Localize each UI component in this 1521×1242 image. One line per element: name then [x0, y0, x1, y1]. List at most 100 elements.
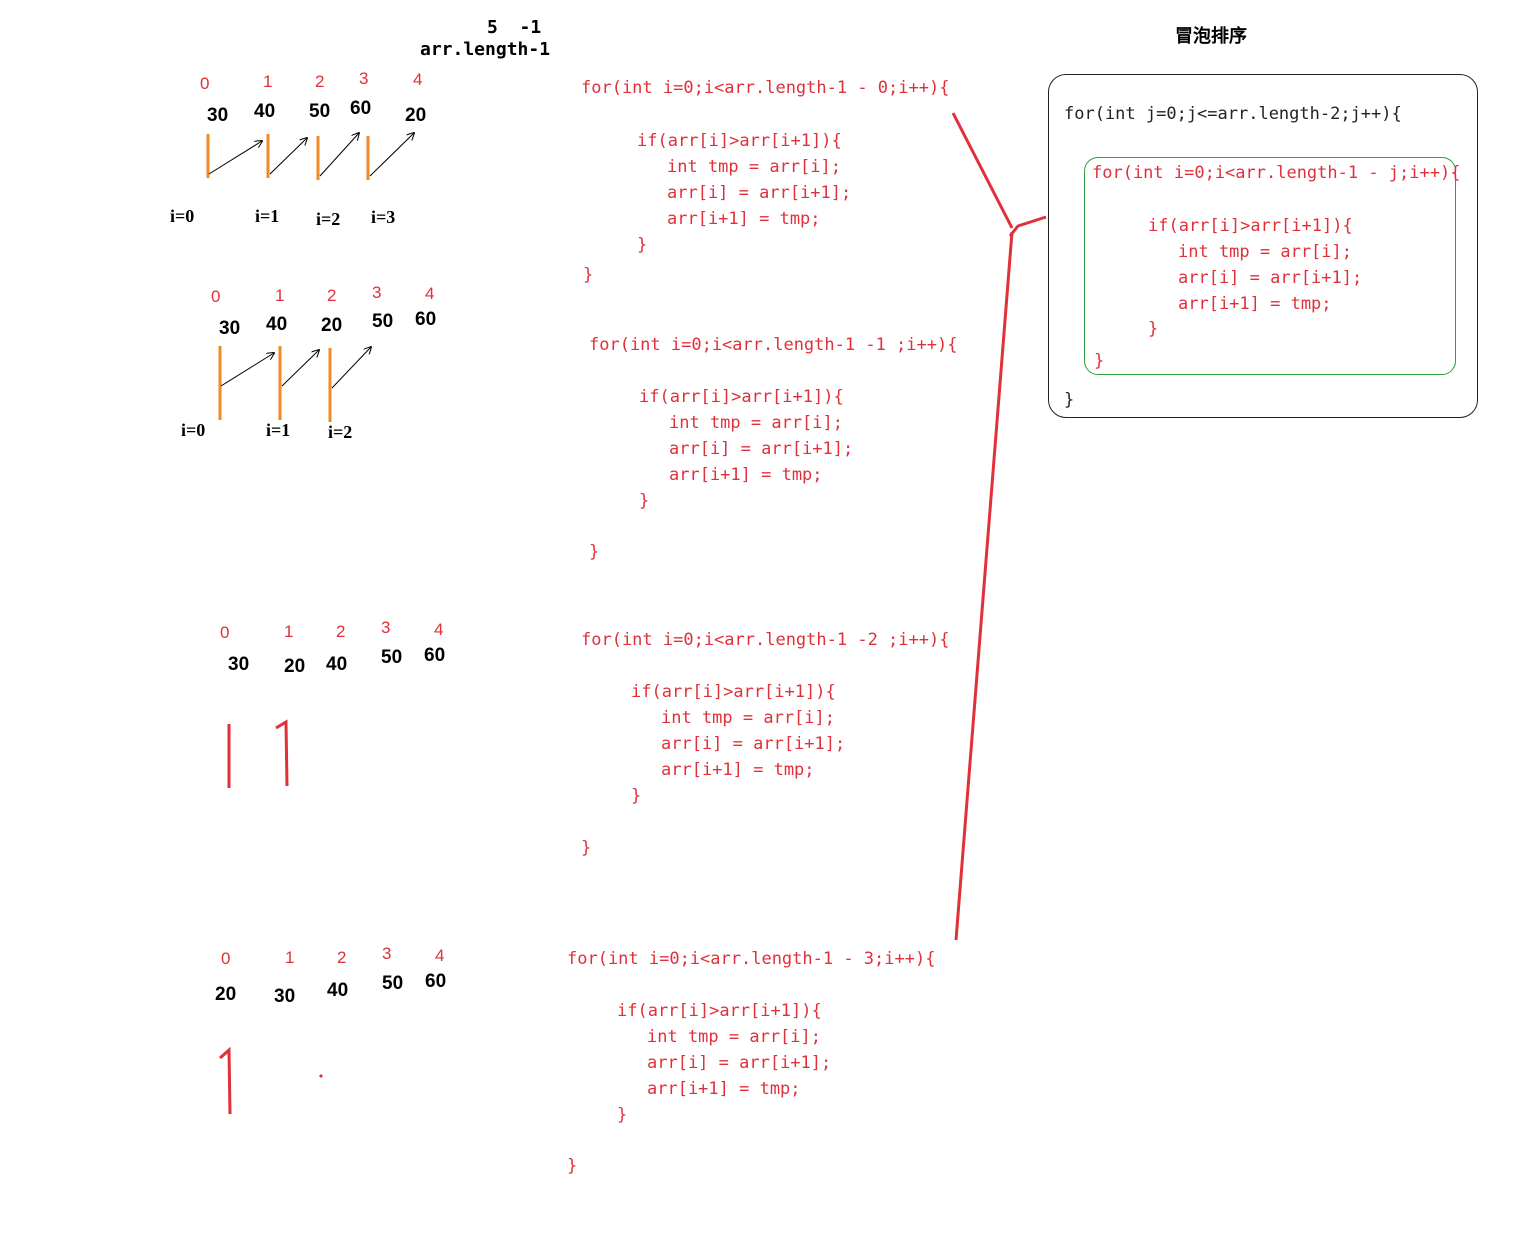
index-label: 2	[315, 72, 325, 91]
iteration-label: i=0	[181, 420, 206, 440]
tmp-line: int tmp = arr[i];	[1178, 242, 1352, 262]
if-line: if(arr[i]>arr[i+1]){	[637, 131, 842, 151]
array-value: 50	[309, 101, 331, 122]
index-label: 2	[337, 948, 347, 967]
index-label: 4	[425, 284, 435, 303]
iteration-label: i=3	[371, 207, 396, 227]
compare-arrow	[281, 350, 319, 387]
if-line: if(arr[i]>arr[i+1]){	[1148, 216, 1353, 236]
close-brace: }	[617, 1105, 628, 1125]
iteration-dot	[318, 1073, 324, 1079]
swap-arrows-pass-2	[220, 347, 371, 389]
close-brace: }	[1064, 390, 1075, 410]
array-value: 60	[350, 98, 372, 119]
if-line: if(arr[i]>arr[i+1]){	[631, 682, 836, 702]
index-label: 0	[211, 287, 221, 306]
index-label: 2	[336, 622, 346, 641]
close-brace: }	[589, 542, 600, 562]
assign-line: arr[i] = arr[i+1];	[669, 439, 854, 459]
bracket-tip	[1008, 215, 1047, 237]
array-value: 30	[219, 318, 241, 339]
index-label: 4	[435, 946, 445, 965]
index-label: 0	[200, 74, 210, 93]
orange-bars-pass-1	[206, 134, 370, 180]
inner-for-line: for(int i=0;i<arr.length-1 - j;i++){	[1092, 163, 1461, 183]
close-brace: }	[567, 1156, 578, 1176]
red-marks-pass-3	[227, 719, 289, 788]
swap-arrows-pass-1	[208, 133, 414, 177]
iteration-label: i=0	[170, 206, 195, 226]
close-brace: }	[637, 235, 648, 255]
assign-line: arr[i+1] = tmp;	[661, 760, 815, 780]
assign-line: arr[i] = arr[i+1];	[647, 1053, 832, 1073]
close-brace: }	[1094, 351, 1105, 371]
tmp-line: int tmp = arr[i];	[669, 413, 843, 433]
compare-arrow	[220, 353, 274, 387]
tmp-line: int tmp = arr[i];	[667, 157, 841, 177]
index-label: 0	[221, 949, 231, 968]
index-label: 3	[372, 283, 382, 302]
header-line-1: 5 -1	[487, 17, 542, 38]
array-value: 20	[215, 984, 237, 1005]
index-label: 1	[285, 948, 295, 967]
close-brace: }	[639, 491, 650, 511]
array-value: 50	[382, 973, 404, 994]
assign-line: arr[i] = arr[i+1];	[1178, 268, 1363, 288]
index-label: 3	[359, 69, 369, 88]
bracket-stroke	[954, 231, 1014, 941]
if-line: if(arr[i]>arr[i+1]){	[639, 387, 844, 407]
assign-line: arr[i+1] = tmp;	[669, 465, 823, 485]
tmp-line: int tmp = arr[i];	[661, 708, 835, 728]
assign-line: arr[i+1] = tmp;	[1178, 294, 1332, 314]
array-value: 30	[274, 986, 296, 1007]
for-loop-line: for(int i=0;i<arr.length-1 - 0;i++){	[581, 78, 950, 98]
array-value: 60	[425, 971, 447, 992]
tmp-line: int tmp = arr[i];	[647, 1027, 821, 1047]
compare-arrow	[269, 138, 307, 175]
index-label: 3	[382, 944, 392, 963]
red-bracket-arrow	[951, 112, 1047, 941]
array-value: 20	[405, 105, 427, 126]
iteration-label: i=2	[328, 422, 353, 442]
index-label: 1	[263, 72, 273, 91]
index-label: 4	[434, 620, 444, 639]
close-brace: }	[583, 265, 594, 285]
assign-line: arr[i] = arr[i+1];	[667, 183, 852, 203]
array-value: 40	[326, 654, 348, 675]
compare-arrow	[369, 133, 414, 177]
array-value: 50	[381, 647, 403, 668]
summary-box-outer	[1048, 74, 1478, 418]
close-brace: }	[631, 786, 642, 806]
compare-arrow	[208, 141, 262, 175]
iteration-label: i=1	[266, 420, 291, 440]
compare-arrow	[331, 347, 371, 389]
index-label: 0	[220, 623, 230, 642]
array-value: 20	[321, 315, 343, 336]
index-label: 4	[413, 70, 423, 89]
iteration-bar	[275, 719, 289, 787]
assign-line: arr[i+1] = tmp;	[647, 1079, 801, 1099]
array-value: 60	[424, 645, 446, 666]
for-loop-line: for(int i=0;i<arr.length-1 -1 ;i++){	[589, 335, 958, 355]
close-brace: }	[581, 838, 592, 858]
for-loop-line: for(int i=0;i<arr.length-1 - 3;i++){	[567, 949, 936, 969]
orange-bars-pass-2	[218, 346, 332, 422]
if-line: if(arr[i]>arr[i+1]){	[617, 1001, 822, 1021]
array-value: 40	[254, 101, 276, 122]
array-value: 40	[327, 980, 349, 1001]
compare-arrow	[319, 133, 359, 177]
iteration-label: i=1	[255, 206, 280, 226]
diagram-title: 冒泡排序	[1175, 26, 1247, 47]
header-line-2: arr.length-1	[420, 39, 551, 60]
red-marks-pass-4	[219, 1046, 324, 1115]
array-value: 40	[266, 314, 288, 335]
outer-for-line: for(int j=0;j<=arr.length-2;j++){	[1064, 104, 1402, 124]
assign-line: arr[i+1] = tmp;	[667, 209, 821, 229]
array-value: 60	[415, 309, 437, 330]
index-label: 3	[381, 618, 391, 637]
summary-box-inner	[1084, 157, 1456, 375]
index-label: 1	[284, 622, 294, 641]
index-label: 1	[275, 286, 285, 305]
bracket-stroke	[951, 112, 1014, 229]
